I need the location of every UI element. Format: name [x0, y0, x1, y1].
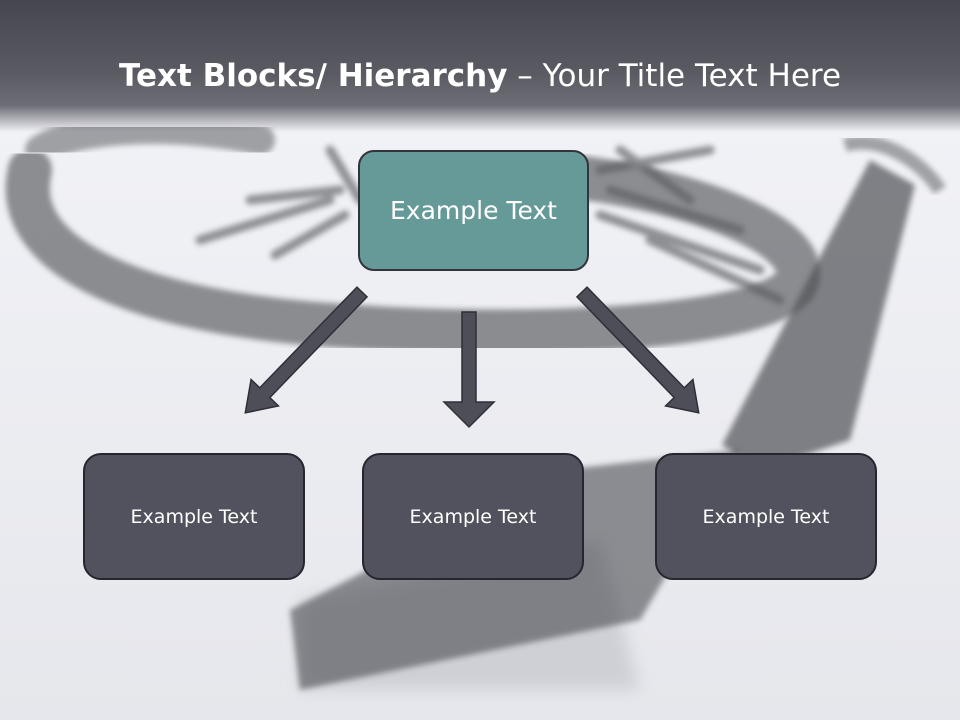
arrow-center	[442, 311, 496, 429]
arrow-right	[575, 286, 700, 414]
arrow-left	[244, 286, 369, 414]
slide-title: Text Blocks/ Hierarchy – Your Title Text…	[0, 56, 960, 96]
title-rest: – Your Title Text Here	[507, 58, 842, 94]
header-bar	[0, 0, 960, 132]
child-node-1[interactable]: Example Text	[83, 453, 305, 580]
title-bold: Text Blocks/ Hierarchy	[118, 58, 508, 94]
top-node[interactable]: Example Text	[358, 150, 589, 271]
child-node-3[interactable]: Example Text	[655, 453, 877, 580]
child-node-2[interactable]: Example Text	[362, 453, 584, 580]
